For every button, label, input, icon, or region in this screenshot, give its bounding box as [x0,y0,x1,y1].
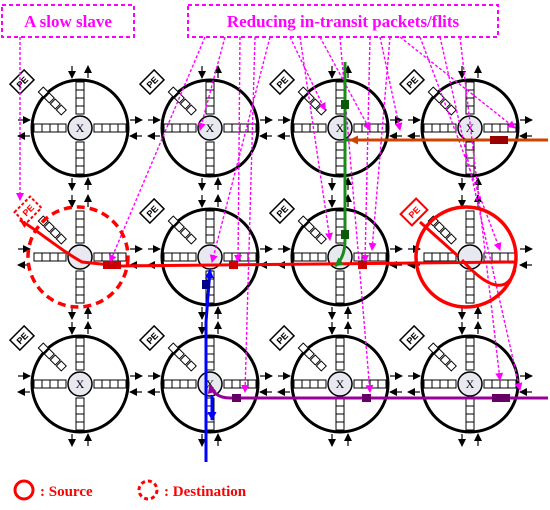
source-circle [414,205,518,309]
red-flit-3 [229,261,238,269]
legend-destination-icon [137,479,159,501]
packet-paths [20,62,548,462]
annotation-arrow [361,36,371,263]
blue-flit-1 [202,280,210,289]
router-label: X [76,377,85,391]
annotation-arrow [289,36,326,111]
annotation-arrow [419,36,502,251]
router-core [327,244,353,270]
pe-box: PE [8,324,36,352]
router-core [327,371,353,397]
router-core [457,371,483,397]
pe-box: PE [398,68,426,96]
legend-source-text: : Source [40,484,93,500]
router-label: X [336,121,345,135]
pe-box: PE [8,68,36,96]
green-flit-1 [341,100,349,109]
pe-box: PE [268,324,296,352]
green-flit-2 [341,230,349,239]
annotation-arrow [399,36,516,129]
red-flit-1 [103,261,112,269]
router-node: X PE [138,65,273,191]
destination-circle [26,205,130,309]
reducing-text: Reducing in-transit packets/flits [227,12,460,31]
label-slow-slave: A slow slave [1,4,135,38]
router-label: X [206,377,215,391]
annotation-arrow [299,36,333,241]
router-node [17,194,143,320]
purple-flit-2 [362,394,371,402]
annotation-arrow [379,36,403,131]
brown-flit-1 [490,136,499,144]
annotation-arrow [197,36,226,131]
legend-source-icon [13,479,35,501]
router-label: X [76,121,85,135]
router-node [407,194,533,320]
pe-box: PE [268,197,296,225]
router-node: X PE [398,321,533,447]
blue-path [204,269,214,462]
router-label: X [336,377,345,391]
router-label: X [466,377,475,391]
brown-flit-2 [499,136,508,144]
purple-path [207,384,548,400]
red-flit-2 [112,261,121,269]
label-reducing: Reducing in-transit packets/flits [187,4,499,38]
destination-pe-red: PE [13,195,43,225]
router-node: X PE [268,321,403,447]
annotation-arrow [339,36,374,393]
router-node: X PE [8,65,143,191]
router-node: XPE [398,65,533,191]
legend: : Source : Destination [13,479,247,501]
slow-slave-text: A slow slave [24,12,112,31]
router-grid: XPEXPEXPEXPEPEPEXPEXPEXPEXPE [8,65,533,447]
pe-box: PE [138,324,166,352]
annotation-arrow [241,36,256,393]
router-core [457,244,483,270]
pe-box: PE [138,197,166,225]
router-node: X PE [8,321,143,447]
legend-destination-text: : Destination [164,484,247,500]
router-node: X PE [138,321,273,447]
green-path [334,62,347,268]
router-label: X [206,121,215,135]
purple-flit-1 [232,394,241,402]
pe-box: PE [138,68,166,96]
router-core [67,115,93,141]
annotation-arrow [234,36,243,263]
source-pe-red: PE [399,197,429,227]
annotation-arrow [209,36,271,263]
router-node: PE [138,194,273,320]
annotation-arrow [109,36,206,263]
pe-box: PE [268,68,296,96]
red-flit-4 [358,261,367,269]
pe-box: PE [398,324,426,352]
router-node: PE [268,194,403,320]
purple-flit-4 [501,394,510,402]
router-core [67,371,93,397]
purple-flit-3 [492,394,501,402]
